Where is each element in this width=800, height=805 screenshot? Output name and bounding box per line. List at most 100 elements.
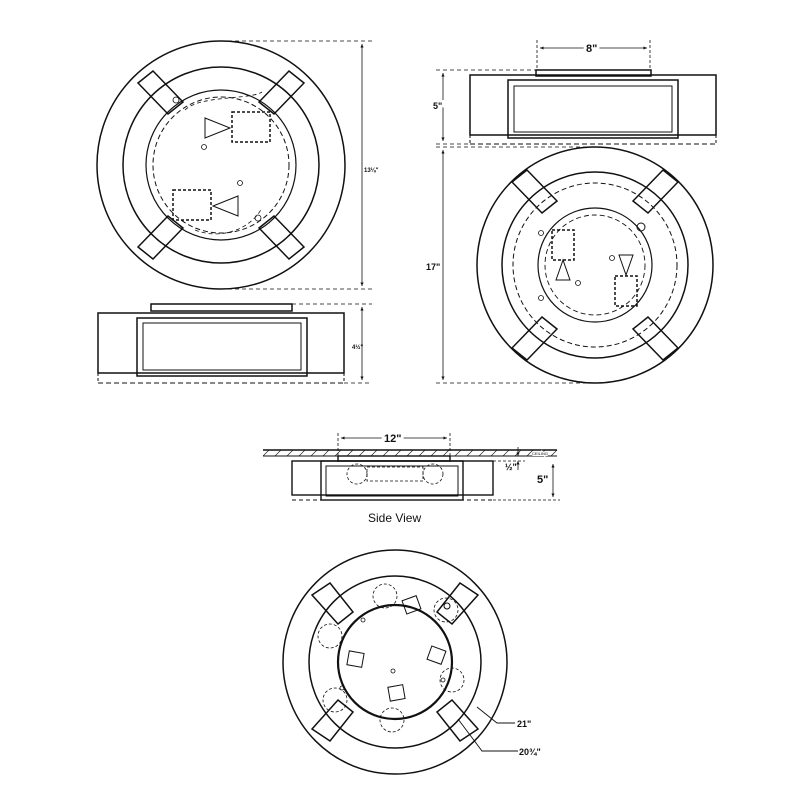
housing: [97, 312, 345, 374]
screw-1: [443, 602, 451, 610]
canopy: [150, 303, 293, 312]
bulb-2: [422, 463, 444, 485]
dim-label-12: 12": [384, 433, 401, 445]
inner-ring: [501, 171, 689, 359]
dim-height-13: [221, 40, 372, 290]
leader-21: [476, 706, 515, 724]
screw-3: [390, 668, 396, 674]
bracket-lower-right: [257, 214, 306, 261]
housing: [469, 74, 717, 136]
diffuser-circle: [537, 207, 653, 323]
side-elevation-medium: [469, 69, 717, 145]
bracket-upper-right: [631, 168, 680, 215]
screw-5: [339, 685, 345, 691]
bracket-upper-right: [435, 581, 480, 626]
outer-ring: [282, 549, 508, 775]
lamp-ghost-6: [379, 707, 405, 733]
socket-box-2: [172, 189, 212, 221]
inner-ring: [308, 575, 482, 749]
wire-2: [194, 207, 263, 235]
socket-box-2: [614, 275, 638, 307]
screw-1: [636, 222, 646, 232]
side-view-caption: Side View: [368, 511, 421, 525]
bracket-upper-right: [257, 69, 306, 116]
bracket-lower-left: [136, 214, 185, 261]
canopy-circle: [152, 96, 290, 234]
dim-label-5-side: 5": [537, 474, 548, 486]
dim-diameter-17: [436, 146, 595, 384]
plan-view-medium: [476, 146, 714, 384]
dim-height-5-side: [493, 464, 560, 501]
bottom-view: [282, 549, 508, 775]
dim-label-17: 17": [426, 262, 440, 272]
screw-3: [538, 295, 544, 301]
socket-box-1: [551, 229, 575, 261]
bracket-lower-right: [631, 315, 680, 362]
ceiling-label: CEILING: [532, 451, 548, 456]
inner-ring: [122, 66, 320, 264]
dim-width-8: [536, 40, 651, 70]
bracket-lower-right: [435, 698, 480, 743]
lamp-ghost-5: [322, 687, 348, 713]
bracket-lower-left: [510, 315, 559, 362]
socket-2: [346, 650, 365, 668]
socket-4: [387, 684, 406, 702]
lamp-1: [204, 117, 232, 139]
dim-label-13: 13⅛": [364, 168, 379, 174]
dim-label-half: ½": [505, 462, 517, 472]
screw-3: [237, 180, 243, 186]
dim-label-20-3-4: 20¾": [519, 747, 541, 757]
lamp-ghost-2: [433, 597, 459, 623]
ceiling: [262, 449, 558, 457]
bracket-upper-left: [510, 168, 559, 215]
dim-height-4half: [292, 303, 372, 384]
lamp-ghost-4: [317, 623, 343, 649]
shade: [136, 317, 308, 377]
side-elevation-small: [97, 303, 345, 384]
bracket-dash-circle: [512, 182, 678, 348]
bulb-1: [346, 463, 368, 485]
screw-2: [538, 230, 544, 236]
outer-ring: [96, 40, 346, 290]
outer-ring: [476, 146, 714, 384]
dim-label-21: 21": [517, 719, 531, 729]
lamp-ghost-3: [439, 667, 465, 693]
lamp-2: [211, 195, 239, 217]
screw-5: [575, 280, 581, 286]
diffuser: [513, 85, 673, 133]
screw-4: [440, 677, 446, 683]
socket-3: [426, 645, 447, 665]
shade: [507, 79, 679, 139]
lamp-ghost-1: [372, 583, 398, 609]
socket-box-1: [231, 111, 271, 143]
screw-4: [254, 214, 262, 222]
dim-gap-half: [493, 447, 525, 470]
diffuser: [325, 465, 459, 497]
screw-1: [172, 96, 180, 104]
bracket-upper-left: [310, 581, 355, 626]
leader-20-3-4: [457, 718, 518, 752]
canopy-circle: [544, 214, 646, 316]
canopy: [337, 455, 451, 462]
dim-label-5-top: 5": [433, 101, 442, 111]
lamp-1: [555, 258, 571, 281]
screw-4: [609, 255, 615, 261]
canopy: [535, 69, 652, 77]
socket-rail: [366, 466, 424, 482]
lamp-2: [618, 254, 634, 277]
screw-2: [360, 617, 366, 623]
diffuser: [142, 322, 302, 371]
plan-view-small: [96, 40, 346, 290]
diffuser-circle: [145, 89, 297, 241]
socket-1: [401, 595, 422, 615]
dim-label-8: 8": [586, 43, 597, 55]
bracket-lower-left: [310, 698, 355, 743]
dim-label-4half: 4½": [352, 344, 363, 351]
side-view-fixture: [291, 455, 494, 501]
bracket-upper-left: [136, 69, 185, 116]
diffuser-circle: [336, 603, 454, 721]
screw-2: [201, 144, 207, 150]
dim-height-5-top: [436, 69, 536, 145]
